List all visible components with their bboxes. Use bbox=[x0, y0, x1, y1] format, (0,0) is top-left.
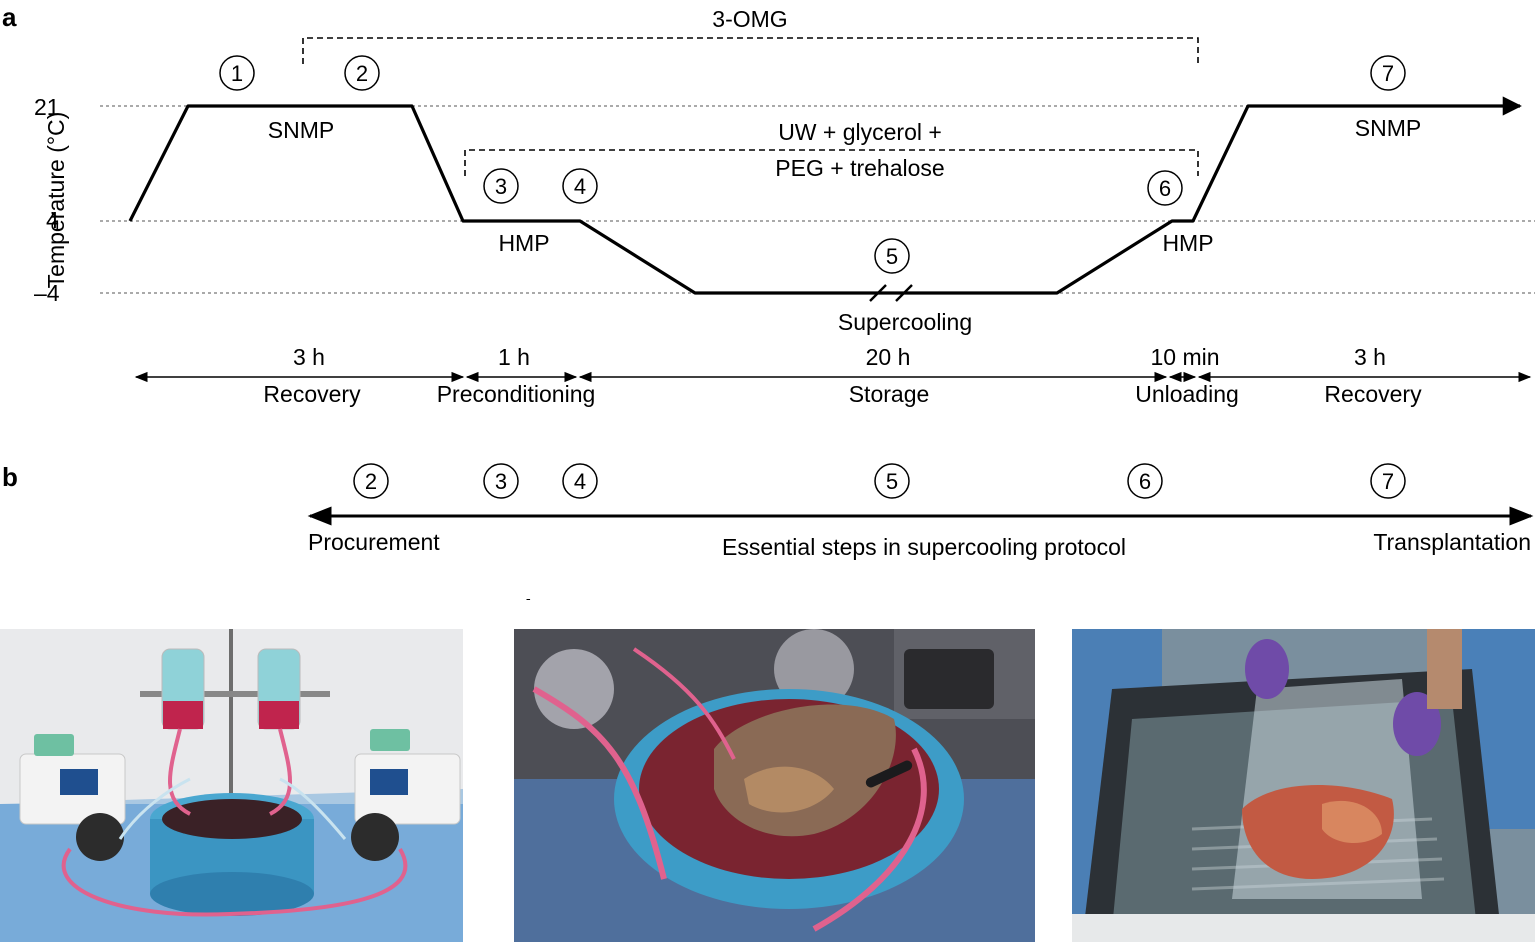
axis-break-mark bbox=[895, 284, 913, 302]
stage-unloading: Unloading bbox=[1135, 381, 1239, 407]
y-tick-4: 4 bbox=[46, 207, 59, 233]
stage-recovery-1: Recovery bbox=[263, 381, 361, 407]
phase-label-snmp-left: SNMP bbox=[268, 117, 334, 143]
bracket-solution-label-line2: PEG + trehalose bbox=[775, 155, 944, 181]
phase-label-hmp-right: HMP bbox=[1162, 230, 1213, 256]
svg-text:5: 5 bbox=[886, 469, 898, 494]
step-marker-2: 2 bbox=[344, 55, 380, 91]
bracket-solution bbox=[464, 149, 1199, 176]
panel-label-b: b bbox=[2, 462, 18, 492]
photo-liver-in-bath bbox=[514, 629, 1035, 942]
panel-b-essential-steps: Essential steps in supercooling protocol bbox=[722, 534, 1126, 560]
panel-b-step-7: 7 bbox=[1370, 463, 1406, 499]
bracket-solution-label-line1: UW + glycerol + bbox=[778, 119, 942, 145]
panel-b-step-5: 5 bbox=[874, 463, 910, 499]
step-marker-1: 1 bbox=[219, 55, 255, 91]
panel-label-e: e bbox=[1072, 594, 1086, 600]
svg-text:3: 3 bbox=[495, 174, 507, 199]
svg-text:1: 1 bbox=[231, 61, 243, 86]
step-marker-4: 4 bbox=[562, 168, 598, 204]
svg-text:4: 4 bbox=[574, 469, 586, 494]
panel-b-step-2: 2 bbox=[353, 463, 389, 499]
step-marker-7: 7 bbox=[1370, 55, 1406, 91]
svg-text:2: 2 bbox=[356, 61, 368, 86]
phase-label-hmp-left: HMP bbox=[498, 230, 549, 256]
svg-text:3: 3 bbox=[495, 469, 507, 494]
phase-label-snmp-right: SNMP bbox=[1355, 115, 1421, 141]
panel-b-step-4: 4 bbox=[562, 463, 598, 499]
y-tick-21: 21 bbox=[34, 94, 60, 120]
axis-break-mark bbox=[869, 284, 887, 302]
duration-preconditioning: 1 h bbox=[498, 344, 530, 370]
svg-text:4: 4 bbox=[574, 174, 586, 199]
photo-perfusion-system bbox=[0, 629, 463, 942]
bracket-3omg-label: 3-OMG bbox=[712, 6, 787, 32]
stage-recovery-2: Recovery bbox=[1324, 381, 1422, 407]
photo-liver-in-freezer bbox=[1072, 629, 1535, 942]
panel-label-c: c bbox=[2, 594, 16, 600]
stage-preconditioning: Preconditioning bbox=[437, 381, 596, 407]
y-axis-label: Temperature (°C) bbox=[43, 112, 69, 289]
duration-recovery-2: 3 h bbox=[1354, 344, 1386, 370]
panel-b-step-6: 6 bbox=[1127, 463, 1163, 499]
step-marker-5: 5 bbox=[874, 238, 910, 274]
panel-label-a: a bbox=[2, 2, 17, 32]
svg-text:6: 6 bbox=[1139, 469, 1151, 494]
figure-diagram: a b Temperature (°C) 21 4 –4 3-OMG UW + … bbox=[2, 2, 1535, 600]
panel-b-transplantation: Transplantation bbox=[1373, 529, 1531, 555]
duration-storage: 20 h bbox=[866, 344, 911, 370]
svg-text:7: 7 bbox=[1382, 469, 1394, 494]
panel-label-d: d bbox=[516, 594, 532, 600]
step-marker-6: 6 bbox=[1147, 170, 1183, 206]
bracket-3omg bbox=[302, 37, 1199, 64]
temperature-profile-line bbox=[128, 96, 1522, 295]
svg-text:5: 5 bbox=[886, 244, 898, 269]
duration-unloading: 10 min bbox=[1150, 344, 1219, 370]
svg-text:6: 6 bbox=[1159, 176, 1171, 201]
panel-b-procurement: Procurement bbox=[308, 529, 440, 555]
svg-text:2: 2 bbox=[365, 469, 377, 494]
y-tick-minus4: –4 bbox=[34, 280, 60, 306]
duration-recovery-1: 3 h bbox=[293, 344, 325, 370]
stage-storage: Storage bbox=[849, 381, 930, 407]
step-marker-3: 3 bbox=[483, 168, 519, 204]
svg-text:7: 7 bbox=[1382, 61, 1394, 86]
panel-b-step-3: 3 bbox=[483, 463, 519, 499]
phase-label-supercooling: Supercooling bbox=[838, 309, 972, 335]
